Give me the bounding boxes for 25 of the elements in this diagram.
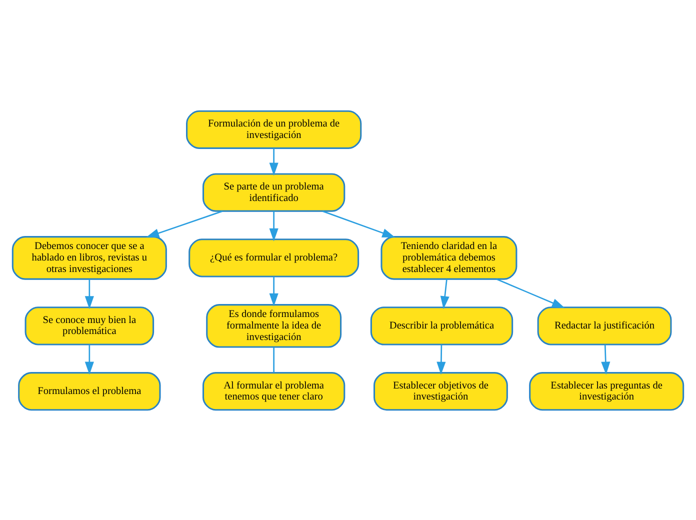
arrow xyxy=(269,210,278,241)
node-box: Formulación de un problema de investigación xyxy=(186,110,362,148)
arrow xyxy=(322,210,396,237)
node-box: ¿Qué es formular el problema? xyxy=(188,238,360,277)
node-box: Describir la problemática xyxy=(370,306,514,345)
node-box: Teniendo claridad en la problemática debemos establecer 4 elementos xyxy=(380,236,518,280)
node-box: Debemos conocer que se a hablado en libros, revistas u otras investigaciones xyxy=(12,236,167,280)
node-box: Es donde formulamos formalmente la idea de investigación xyxy=(206,304,342,348)
connector xyxy=(273,346,274,372)
arrow xyxy=(496,278,565,308)
arrow xyxy=(146,210,223,238)
node-box: Redactar la justificación xyxy=(537,306,672,345)
node-box: Establecer las preguntas de investigación xyxy=(529,372,684,410)
arrow xyxy=(436,344,446,374)
arrow xyxy=(440,278,450,309)
node-box: Al formular el problema tenemos que tener claro xyxy=(202,372,346,410)
node-box: Formulamos el problema xyxy=(18,372,161,410)
arrow xyxy=(84,278,94,309)
arrow xyxy=(601,344,610,374)
node-box: Establecer objetivos de investigación xyxy=(374,372,508,410)
node-box: Se parte de un problema identificado xyxy=(202,172,346,212)
arrow xyxy=(84,344,94,374)
arrow xyxy=(269,276,278,306)
node-box: Se conoce muy bien la problemática xyxy=(24,306,154,345)
arrow xyxy=(269,148,278,176)
